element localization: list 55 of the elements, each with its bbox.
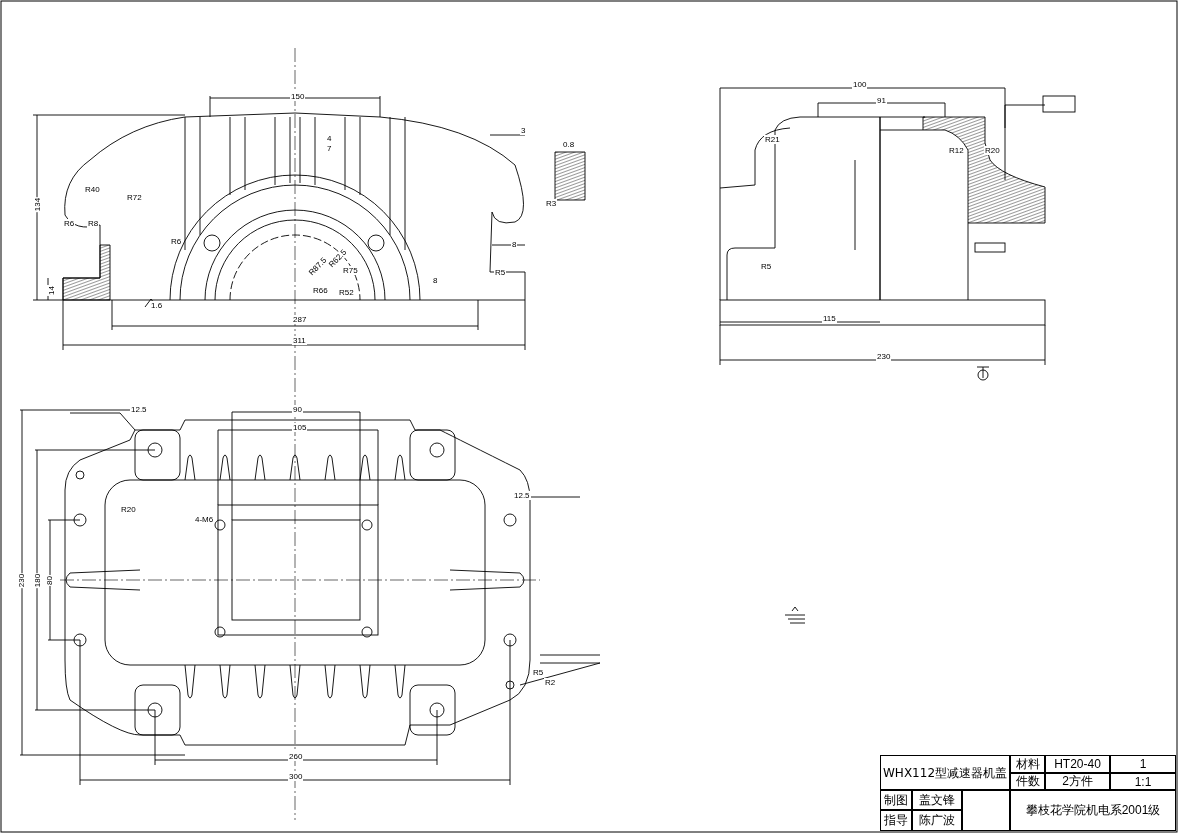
dimension-label: 115 [822, 314, 837, 323]
radius-label: R5 [532, 668, 545, 677]
radius-label: R6 [170, 237, 183, 246]
title-block-cell: 2方件 [1045, 773, 1110, 790]
dimension-label: 1.6 [150, 301, 164, 310]
dimension-label: 105 [292, 423, 308, 432]
radius-label: R3 [545, 199, 558, 208]
dimension-label: 91 [876, 96, 887, 105]
dimension-label: 8 [511, 240, 518, 249]
dimension-label: 300 [288, 772, 304, 781]
radius-label: R6 [63, 219, 76, 228]
dimension-label: 14 [46, 285, 56, 296]
dimension-label: 287 [292, 315, 308, 324]
title-block-cell: 材料 [1010, 755, 1045, 773]
radius-label: R20 [984, 146, 1001, 155]
dimension-label: 12.5 [130, 405, 148, 414]
radius-label: R75 [342, 266, 359, 275]
title-block-cell: 陈广波 [912, 810, 962, 831]
radius-label: R8 [87, 219, 100, 228]
title-block-cell: 1:1 [1110, 773, 1176, 790]
dimension-label: 8 [432, 276, 439, 285]
dimension-label: 180 [33, 572, 43, 589]
radius-label: R5 [760, 262, 773, 271]
radius-label: R2 [544, 678, 557, 687]
radius-label: R40 [84, 185, 101, 194]
title-block-cell: 1 [1110, 755, 1176, 773]
radius-label: R12 [948, 146, 965, 155]
dimension-label: 230 [876, 352, 892, 361]
dimension-label: 260 [288, 752, 304, 761]
radius-label: R66 [312, 286, 329, 295]
dimension-label: 80 [44, 575, 54, 586]
dimension-label: 4 [326, 134, 333, 143]
title-block-cell: 攀枝花学院机电系2001级 [1010, 790, 1176, 831]
radius-label: R72 [126, 193, 143, 202]
radius-label: R52 [338, 288, 355, 297]
radius-label: R20 [120, 505, 137, 514]
title-block-cell: 制图 [880, 790, 912, 810]
dimension-label: 0.8 [562, 140, 576, 149]
dimension-label: 90 [292, 405, 303, 414]
title-block-cell: HT20-40 [1045, 755, 1110, 773]
dimension-label: 150 [290, 92, 306, 101]
dimension-label: 100 [852, 80, 868, 89]
dimension-label: 230 [17, 572, 27, 589]
dimension-label: 12.5 [513, 491, 531, 500]
dimension-label: 7 [326, 144, 333, 153]
title-block-cell: 件数 [1010, 773, 1045, 790]
radius-label: R5 [494, 268, 507, 277]
title-block-cell: 指导 [880, 810, 912, 831]
title-block-cell: 盖文锋 [912, 790, 962, 810]
dimension-label: 3 [520, 126, 527, 135]
radius-label: R21 [764, 135, 781, 144]
drawing-title: WHX112型减速器机盖 [883, 765, 1007, 782]
dimension-label: 134 [33, 196, 43, 213]
dimension-label: 311 [292, 336, 307, 345]
dimension-label: 4-M6 [194, 515, 215, 524]
